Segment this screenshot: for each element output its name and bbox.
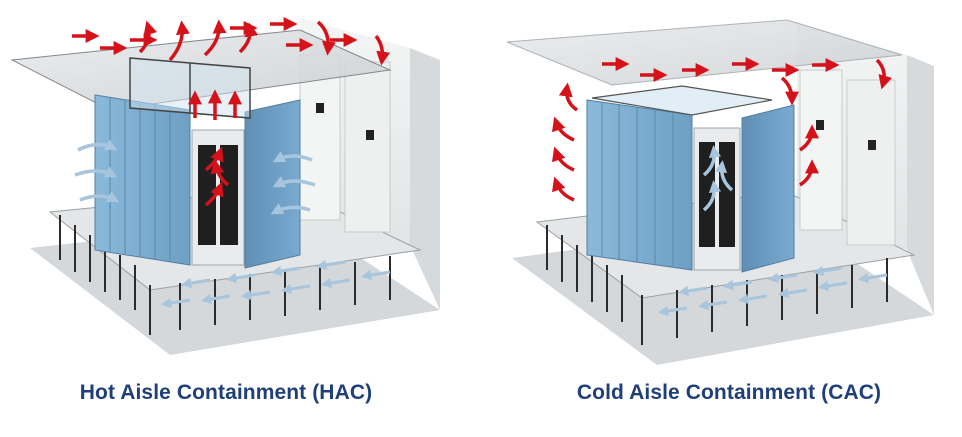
hac-containment-door [191,129,245,266]
cac-underfloor-arrows [657,265,888,317]
hac-underfloor-arrows [160,259,391,309]
cac-side-wall [907,55,934,315]
cac-panel: Cold Aisle Containment (CAC) [482,0,962,437]
cac-illustration [506,19,934,365]
cac-crac-unit [846,79,896,246]
hac-glass-enclosure [129,57,251,119]
hac-crac-unit [344,61,391,233]
cac-hot-return-arrows [602,57,893,106]
cac-containment-door [693,127,741,271]
hac-cold-air-arrows [74,139,316,215]
hac-rack-row-left [94,94,191,266]
cac-glass-roof [591,85,773,116]
hac-caption: Hot Aisle Containment (HAC) [79,381,373,404]
hac-hot-aisle-arrows [188,89,242,207]
cac-rack-row-left [586,99,693,271]
cac-hot-exhaust-arrows [552,82,819,202]
hac-rack-row-right [244,99,301,269]
cac-crac-unit [799,69,843,231]
cac-rack-row-right [741,104,795,273]
hac-panel: Hot Aisle Containment (HAC) [0,0,480,437]
cac-cold-aisle-arrows [702,145,734,212]
cac-ceiling [506,19,903,86]
cac-floor-posts [546,225,888,345]
hac-floor-posts [59,215,391,335]
hac-side-wall [410,48,440,310]
hac-hot-return-arrows [72,17,391,66]
hac-illustration [10,17,440,355]
cac-caption: Cold Aisle Containment (CAC) [576,381,882,404]
